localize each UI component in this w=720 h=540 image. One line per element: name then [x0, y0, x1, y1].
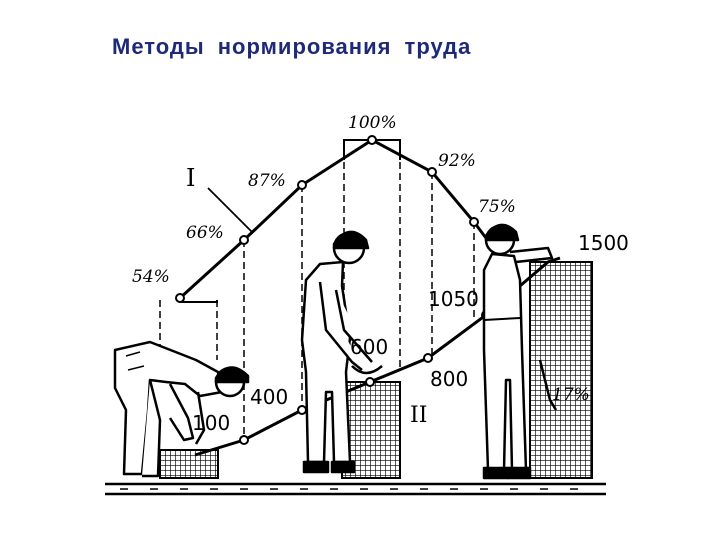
value-label: 1050 [428, 287, 479, 311]
curve-two [194, 256, 561, 457]
curve-one-points [175, 135, 479, 303]
worker-bending [113, 340, 250, 478]
bracket-left [179, 298, 218, 303]
percent-label: 66% [186, 223, 224, 243]
percent-label: 54% [132, 267, 170, 287]
curve-one-pointer [207, 187, 253, 233]
slide-title: Методы нормирования труда [112, 34, 472, 59]
percent-label: 75% [478, 197, 516, 217]
value-label: 100 [192, 411, 230, 435]
curve-one-label: I [186, 164, 195, 192]
value-label: 600 [350, 335, 388, 359]
floor [105, 482, 606, 496]
hatched-box-left [159, 449, 219, 479]
worker-standing [300, 230, 383, 474]
percent-label: 100% [348, 113, 397, 133]
curve-two-label: II [410, 403, 427, 428]
percent-label: 87% [248, 171, 286, 191]
percent-label: 92% [438, 151, 476, 171]
value-label: 800 [430, 367, 468, 391]
value-label: 400 [250, 385, 288, 409]
worker-reaching [482, 223, 558, 480]
hatched-box-right [529, 261, 593, 479]
value-label: 1500 [578, 231, 629, 255]
percent-label: 17% [552, 385, 590, 405]
